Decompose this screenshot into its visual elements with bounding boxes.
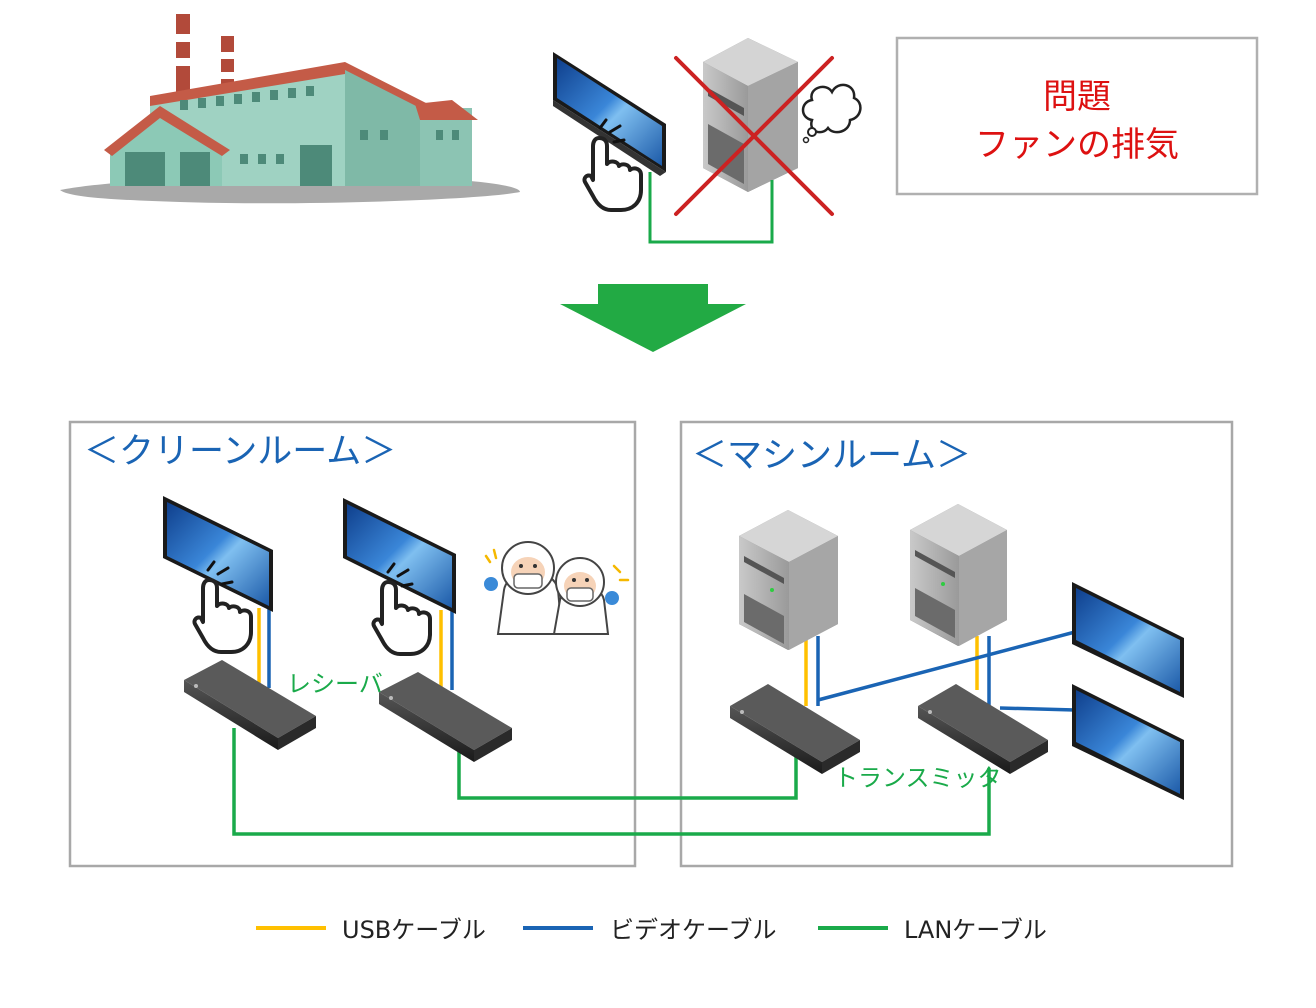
legend-label-lan: LANケーブル (904, 916, 1047, 944)
machine-room-monitor-2 (1072, 684, 1184, 800)
tap-mark-icon (598, 118, 626, 144)
top-server (703, 38, 798, 192)
lan-cable (457, 748, 798, 800)
top-touch-monitor (553, 52, 666, 176)
smoke-cloud-icon (801, 83, 862, 144)
video-cable (817, 630, 1076, 702)
legend-label-video: ビデオケーブル (610, 916, 777, 944)
factory-illustration (60, 14, 520, 204)
clean-room-monitor-1 (163, 496, 273, 612)
clean-room-title: ＜クリーンルーム＞ (84, 432, 396, 472)
receiver-device-1 (184, 660, 316, 750)
cross-mark-icon (674, 56, 834, 216)
machine-room-panel (679, 420, 1234, 868)
clean-room-panel (68, 420, 637, 868)
clean-room-monitor-2 (343, 498, 456, 614)
down-arrow-icon (560, 304, 746, 352)
server-2 (910, 504, 1007, 646)
receiver-label: レシーバ (287, 670, 383, 698)
machine-room-monitor-1 (1072, 582, 1184, 698)
down-arrow-shaft (598, 284, 708, 306)
legend-label-usb: USBケーブル (342, 916, 486, 944)
video-cable (999, 706, 1076, 712)
legend: USBケーブル ビデオケーブル LANケーブル (256, 916, 1047, 944)
tap-mark-icon (386, 562, 414, 588)
top-lan-cable (648, 172, 774, 244)
server-1 (739, 510, 838, 650)
receiver-device-2 (379, 672, 512, 762)
transmitter-label: トランスミッタ (834, 764, 1002, 792)
problem-description: ファンの排気 (975, 125, 1179, 165)
transmitter-device-2 (918, 684, 1048, 774)
problem-box (895, 36, 1259, 196)
problem-heading: 問題 (1043, 77, 1111, 117)
tap-mark-icon (206, 560, 234, 586)
machine-room-title: ＜マシンルーム＞ (692, 436, 971, 476)
lan-cable (232, 728, 991, 836)
cleanroom-workers-illustration (484, 541, 630, 635)
transmitter-device-1 (730, 684, 860, 774)
